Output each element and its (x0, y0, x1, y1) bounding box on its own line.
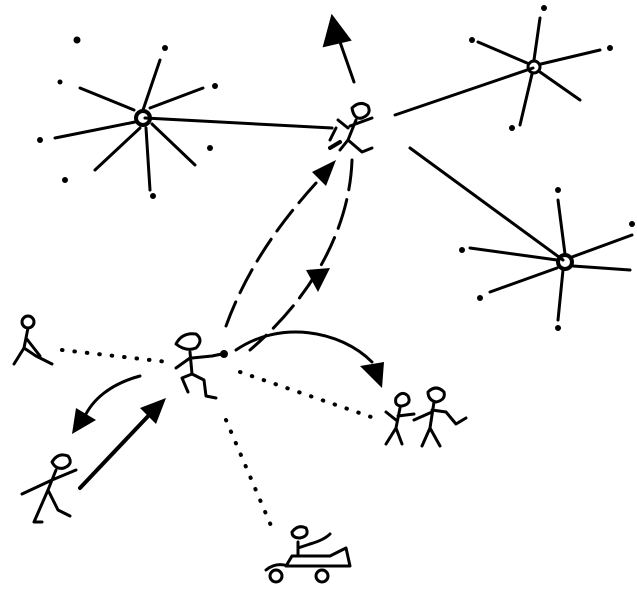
figure-central (176, 334, 228, 398)
dotted-link-to-cart-figure (226, 420, 272, 528)
figure-bottom-left (22, 455, 76, 522)
arrow-central-to-top-hub (226, 160, 336, 326)
figure-top-hub (330, 103, 372, 152)
dotted-link-to-group (240, 372, 380, 420)
dotted-link-to-left-figure (62, 350, 168, 362)
arrow-top-hub-to-central (250, 160, 352, 350)
arrow-up-out (324, 16, 354, 82)
star-hub-left (37, 37, 218, 200)
arrow-central-to-bottom-left (72, 376, 140, 434)
arrow-bottom-left-to-central (80, 398, 166, 488)
figure-cart (266, 527, 350, 582)
figure-left-resting (14, 316, 52, 364)
hub-link-top-right (395, 68, 533, 115)
figure-group-right (386, 388, 466, 446)
star-hub-right (459, 187, 635, 331)
hub-link-left (145, 118, 332, 128)
hub-link-right (410, 148, 563, 260)
arrow-central-to-group (236, 332, 384, 388)
star-hub-top-right (469, 5, 613, 131)
